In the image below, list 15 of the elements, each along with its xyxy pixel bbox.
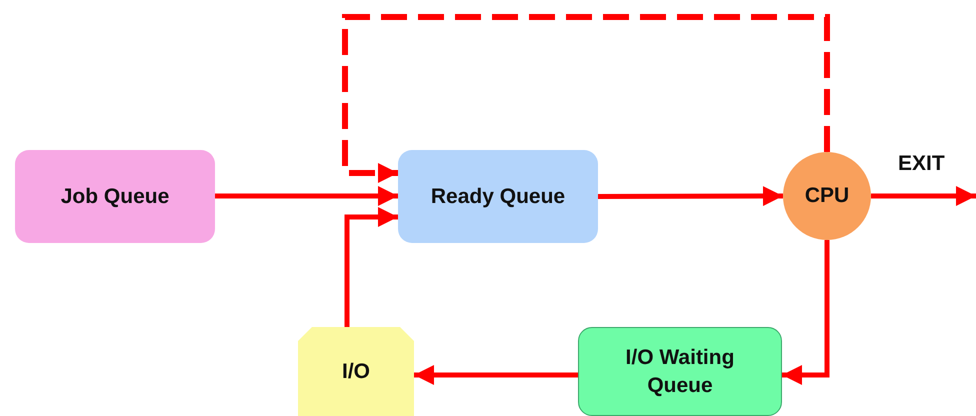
arrow xyxy=(871,186,976,206)
arrow xyxy=(215,186,398,206)
process-box xyxy=(398,150,598,243)
node-label: CPU xyxy=(804,183,850,210)
dashed-arrow xyxy=(342,14,830,183)
arrow xyxy=(344,207,398,327)
node-label: Job Queue xyxy=(60,184,170,210)
node-label: Ready Queue xyxy=(430,184,566,210)
process-box xyxy=(578,327,782,416)
arrow xyxy=(598,186,783,206)
process-box xyxy=(15,150,215,243)
arrow xyxy=(414,365,578,385)
node-label: I/O Waiting Queue xyxy=(624,345,736,398)
arrow xyxy=(782,240,830,385)
node-label: I/O xyxy=(342,358,370,385)
